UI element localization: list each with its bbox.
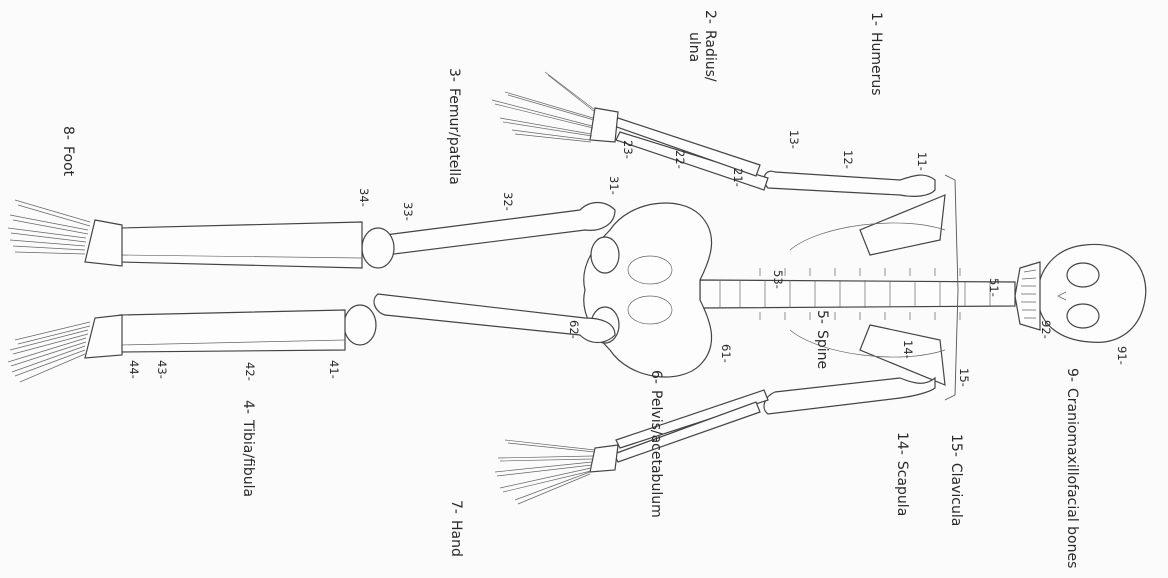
label-hand: 7-Hand — [448, 500, 464, 557]
label-tibia-fibula: 4-Tibia/fibula — [240, 400, 256, 497]
code-21: 21- — [731, 168, 744, 187]
code-31: 31- — [607, 176, 620, 195]
code-32: 32- — [501, 192, 514, 211]
label-spine: 5-Spine — [814, 310, 830, 369]
code-13: 13- — [787, 130, 800, 149]
code-62: 62- — [567, 320, 580, 339]
label-femur-patella: 3-Femur/patella — [446, 68, 462, 185]
code-53: 53- — [771, 270, 784, 289]
left-arm — [495, 378, 935, 504]
label-humerus: 1-Humerus — [868, 12, 884, 96]
code-23: 23- — [621, 140, 634, 159]
code-15: 15- — [957, 368, 970, 387]
code-12: 12- — [841, 150, 854, 169]
skull — [1015, 244, 1146, 342]
code-91: 91- — [1115, 346, 1128, 365]
pelvis — [584, 203, 712, 377]
code-51: 51- — [987, 278, 1000, 297]
code-61: 61- — [719, 344, 732, 363]
code-41: 41- — [327, 360, 340, 379]
spine — [700, 268, 1015, 320]
code-11: 11- — [915, 152, 928, 171]
label-craniomaxillofacial: 9-Craniomaxillofacial bones — [1064, 368, 1080, 568]
label-pelvis-acetabulum: 6-Pelvis/acetabulum — [648, 370, 664, 518]
label-scapula: 14-Scapula — [894, 432, 910, 516]
right-scapula — [860, 195, 945, 255]
code-92: 92- — [1039, 320, 1052, 339]
code-42: 42- — [243, 362, 256, 381]
code-14: 14- — [901, 340, 914, 359]
code-34: 34- — [357, 188, 370, 207]
code-33: 33- — [401, 202, 414, 221]
right-leg — [8, 200, 615, 268]
code-44: 44- — [127, 360, 140, 379]
label-clavicula: 15-Clavicula — [948, 434, 964, 526]
label-radius-ulna: 2-Radius/ulna — [686, 10, 718, 82]
label-foot: 8-Foot — [60, 126, 76, 176]
left-leg — [8, 294, 615, 382]
label-radius-ulna-line2: ulna — [686, 10, 702, 82]
code-22: 22- — [673, 150, 686, 169]
code-43: 43- — [155, 360, 168, 379]
